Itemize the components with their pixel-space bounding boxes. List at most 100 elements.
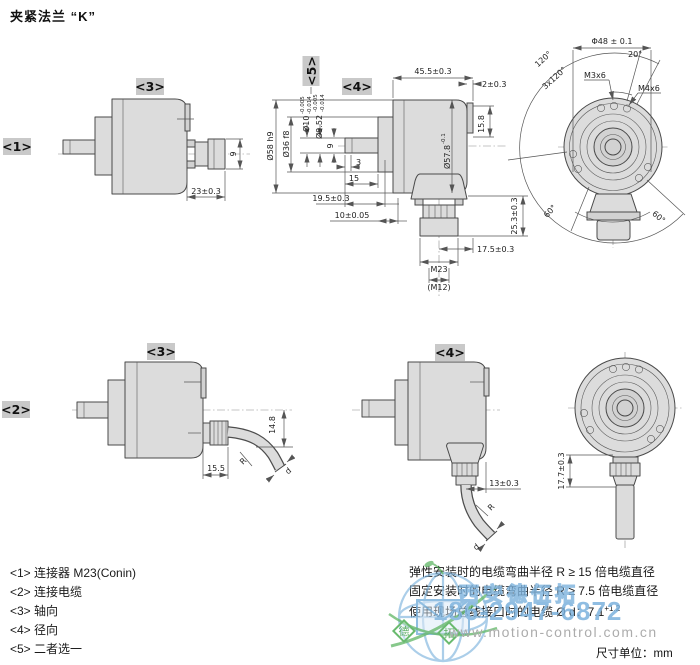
view-front-face: Φ48 ± 0.1 20° 120° 3x120° M3x6 M4x6 60° … (507, 37, 686, 248)
note-line-2: 固定安装时的电缆弯曲半径 R ≥ 7.5 倍电缆直径 (409, 583, 659, 598)
page-title: 夹紧法兰 “K” (10, 9, 97, 24)
dim-angle-60-right: 60° (650, 209, 667, 225)
dim-body-length: 45.5±0.3 (414, 67, 451, 76)
dim-cap-lip: 2±0.3 (482, 80, 507, 89)
shaft (76, 401, 109, 419)
dim-axis-offset: 14.8 (268, 416, 277, 434)
cable-exit-dome (446, 442, 484, 464)
dim-gland-length: 17.7±0.3 (557, 452, 566, 489)
tag-3-axial: <3> (135, 79, 165, 94)
encoder-body (124, 361, 204, 459)
spigot-flange (94, 116, 113, 176)
dim-thread-alt: (M12) (427, 283, 450, 292)
dim-angle-3x120: 3x120° (541, 65, 569, 91)
dim-angle-120: 120° (533, 49, 553, 69)
connector-neck (422, 204, 456, 219)
screw-hole (574, 165, 582, 173)
spigot-flange (377, 116, 394, 173)
dim-angle-60-left: 60° (542, 203, 558, 220)
dim-gland-offset: 13±0.3 (489, 479, 519, 488)
screw-hole (644, 163, 652, 171)
screw-hole (635, 365, 643, 374)
view-radial-connector: Ø58 h9 Ø36 f8 Ø10 -0.005 -0.014 Ø9.52 -0… (265, 56, 528, 298)
cable (615, 484, 635, 540)
cable-gland (202, 422, 211, 444)
tag-5-either: <5> (304, 56, 319, 86)
screw-hole (622, 363, 630, 371)
dim-cable-diameter: d (472, 542, 482, 552)
note-line-3-tolerance: +1.2 (604, 604, 621, 613)
unit-note: 尺寸单位：mm (596, 648, 673, 660)
shaft-bore (616, 399, 634, 417)
legend: <1> 连接器 M23(Conin) <2> 连接电缆 <3> 轴向 <4> 径… (10, 564, 136, 659)
dim-shaft-diameter-2: Ø9.52 (314, 115, 324, 139)
connector-dome (589, 193, 638, 213)
dim-body-diameter-tol: -0.1 (441, 133, 447, 144)
dim-connector-height: 25.3±0.3 (510, 197, 519, 234)
legend-item-4: <4> 径向 (10, 623, 59, 637)
note-line-1: 弹性安装时的电缆弯曲半径 R ≥ 15 倍电缆直径 (409, 565, 655, 579)
legend-item-2: <2> 连接电缆 (10, 585, 83, 599)
shaft (344, 137, 379, 154)
dim-bend-radius: R (238, 456, 249, 467)
cable-gland (609, 462, 641, 477)
dim-connector-length: 23±0.3 (191, 187, 221, 196)
screw-hole (597, 104, 605, 112)
view-axial-cable: 14.8 15.5 R d <2> <3> (1, 343, 296, 483)
screw-hole (586, 426, 594, 434)
screw-hole (580, 409, 588, 417)
dim-connector-width: 9 (229, 151, 238, 156)
dim-clamp-length: 10±0.05 (335, 211, 370, 220)
connector-m23 (194, 141, 209, 167)
tag-4-radial: <4> (342, 79, 372, 94)
dim-flange-diameter: Ø58 h9 (265, 131, 275, 160)
tag-4-radial-cable: <4> (435, 345, 465, 360)
dim-collar-length: 19.5±0.3 (312, 194, 349, 203)
hub (593, 127, 633, 167)
shaft-bore (604, 138, 622, 156)
dim-cable-diameter: d (284, 466, 294, 476)
dim-shaft-diameter-1-tol-upper: -0.005 (300, 96, 306, 114)
legend-item-1: <1> 连接器 M23(Conin) (10, 566, 137, 580)
dim-m4-thread: M4x6 (638, 84, 660, 93)
tag-1: <1> (2, 139, 32, 154)
view-front-face-cable: 17.7±0.3 (557, 352, 682, 548)
tag-3-axial-cable: <3> (146, 344, 176, 359)
dim-shaft-diameter-1-tol-lower: -0.014 (307, 96, 313, 114)
dim-thread: M23 (430, 265, 447, 274)
screw-hole (610, 102, 618, 110)
dim-shaft-tip: 3 (356, 158, 361, 167)
dim-body-diameter: Ø57.8 (442, 145, 452, 169)
view-axial-connector: 9 23±0.3 <1> <3> (2, 78, 250, 201)
shaft (62, 139, 96, 155)
cable-notes: 弹性安装时的电缆弯曲半径 R ≥ 15 倍电缆直径 固定安装时的电缆弯曲半径 R… (409, 563, 689, 622)
view-radial-cable: 13±0.3 R d <4> (352, 344, 521, 552)
screw-hole (635, 174, 643, 182)
dim-shaft-diameter-2-tol-lower: -0.014 (320, 94, 326, 112)
screw-hole (609, 365, 617, 373)
connector-m23 (596, 219, 631, 241)
legend-item-3: <3> 轴向 (10, 604, 59, 618)
dim-m3-thread: M3x6 (584, 71, 606, 80)
dim-gland-length: 15.5 (207, 464, 225, 473)
dim-bend-radius: R (486, 502, 497, 513)
tag-2: <2> (1, 402, 31, 417)
spigot-flange (107, 379, 126, 446)
dim-spigot-diameter: Ø36 f8 (281, 131, 291, 158)
dim-angle-20: 20° (628, 50, 642, 59)
screw-hole (656, 425, 664, 433)
dim-shaft-diameter-2-tol-upper: -0.005 (313, 94, 319, 112)
legend-item-5: <5> 二者选一 (10, 642, 83, 656)
connector-m23-radial (419, 217, 459, 237)
screw-hole (623, 104, 631, 113)
screw-hole (647, 435, 655, 443)
shaft (361, 399, 396, 418)
dim-bolt-circle: Φ48 ± 0.1 (592, 37, 633, 46)
note-line-3: 使用现场总线接口时的电缆 Ø d：7.1+1.2 (409, 604, 621, 619)
connector-dome (410, 173, 468, 200)
spigot-flange (394, 379, 409, 446)
dim-shaft-length: 15 (349, 174, 359, 183)
dim-shaft-diameter-1: Ø10 (301, 116, 311, 132)
